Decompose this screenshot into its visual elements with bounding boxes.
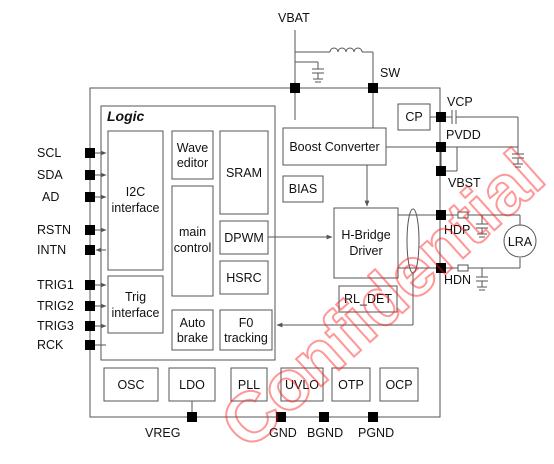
dpwm-block bbox=[219, 220, 269, 255]
auto-brake-block bbox=[171, 309, 214, 351]
trig3-label: TRIG3 bbox=[37, 319, 74, 333]
i2c-label-line1: I2C bbox=[126, 185, 145, 199]
bias-label: BIAS bbox=[289, 182, 318, 196]
i2c-interface-block bbox=[107, 130, 164, 271]
intn-label: INTN bbox=[37, 243, 66, 257]
bias-block bbox=[282, 175, 324, 203]
auto-label-line2: brake bbox=[177, 331, 208, 345]
vcp-label: VCP bbox=[447, 95, 473, 109]
otp-label: OTP bbox=[338, 378, 364, 392]
pvdd-pad bbox=[436, 142, 446, 152]
uvlo-label: UVLO bbox=[285, 378, 319, 392]
rl-det-label: RL_DET bbox=[344, 292, 392, 306]
pvdd-label: PVDD bbox=[446, 128, 481, 142]
osc-block bbox=[103, 367, 159, 402]
f0-tracking-block bbox=[219, 309, 273, 351]
ocp-label: OCP bbox=[385, 378, 412, 392]
pgnd-label: PGND bbox=[358, 426, 394, 440]
uvlo-block bbox=[280, 367, 324, 402]
h-bridge-label-line1: H-Bridge bbox=[341, 228, 390, 242]
ocp-block bbox=[379, 367, 419, 402]
sw-pad bbox=[368, 83, 378, 93]
rstn-label: RSTN bbox=[37, 223, 71, 237]
trig-interface-block bbox=[107, 275, 164, 334]
trig-label-line2: interface bbox=[112, 306, 160, 320]
ad-label: AD bbox=[42, 190, 59, 204]
lra-motor bbox=[503, 224, 537, 258]
main-control-block bbox=[171, 185, 214, 297]
vbst-pad bbox=[436, 166, 446, 176]
scl-label: SCL bbox=[37, 146, 61, 160]
f0-label-line2: tracking bbox=[224, 331, 268, 345]
h-bridge-label-line2: Driver bbox=[349, 244, 382, 258]
pll-block bbox=[230, 367, 268, 402]
bgnd-pad bbox=[319, 412, 329, 422]
sram-label: SRAM bbox=[226, 166, 262, 180]
osc-label: OSC bbox=[117, 378, 144, 392]
vcp-pad bbox=[436, 112, 446, 122]
vbat-label: VBAT bbox=[278, 11, 310, 25]
trig1-label: TRIG1 bbox=[37, 278, 74, 292]
wave-editor-block bbox=[171, 130, 214, 180]
pgnd-pad bbox=[368, 412, 378, 422]
wave-label-line2: editor bbox=[177, 156, 208, 170]
logic-title: Logic bbox=[107, 108, 145, 124]
output-filter bbox=[446, 211, 521, 291]
dpwm-label: DPWM bbox=[224, 231, 264, 245]
gnd-label: GND bbox=[269, 426, 297, 440]
vreg-label: VREG bbox=[145, 426, 180, 440]
rl-det-block bbox=[338, 285, 398, 313]
cp-block bbox=[397, 103, 431, 131]
h-bridge-driver-block bbox=[333, 207, 399, 279]
left-pin-wires bbox=[95, 150, 107, 346]
rck-label: RCK bbox=[37, 338, 64, 352]
hsrc-block bbox=[219, 260, 269, 295]
trig-label-line1: Trig bbox=[125, 290, 146, 304]
boost-converter-block bbox=[282, 127, 387, 166]
wave-label-line1: Wave bbox=[177, 141, 209, 155]
vbat-pad bbox=[290, 83, 300, 93]
sram-block bbox=[219, 130, 269, 215]
cp-label: CP bbox=[405, 110, 422, 124]
ldo-label: LDO bbox=[179, 378, 205, 392]
vbst-label: VBST bbox=[448, 176, 481, 190]
otp-block bbox=[331, 367, 371, 402]
hdp-label: HDP bbox=[444, 223, 470, 237]
f0-label-line1: F0 bbox=[239, 316, 254, 330]
ldo-block bbox=[168, 367, 216, 402]
boost-converter-label: Boost Converter bbox=[289, 140, 379, 154]
hsrc-label: HSRC bbox=[226, 271, 261, 285]
trig2-label: TRIG2 bbox=[37, 299, 74, 313]
vreg-pad bbox=[187, 412, 197, 422]
lra-label: LRA bbox=[508, 235, 533, 249]
i2c-label-line2: interface bbox=[112, 201, 160, 215]
sw-label: SW bbox=[380, 66, 400, 80]
auto-label-line1: Auto bbox=[180, 316, 206, 330]
sda-label: SDA bbox=[37, 168, 63, 182]
main-label-line1: main bbox=[179, 225, 206, 239]
pll-label: PLL bbox=[238, 378, 260, 392]
main-label-line2: control bbox=[174, 241, 212, 255]
hdn-label: HDN bbox=[444, 273, 471, 287]
bgnd-label: BGND bbox=[307, 426, 343, 440]
